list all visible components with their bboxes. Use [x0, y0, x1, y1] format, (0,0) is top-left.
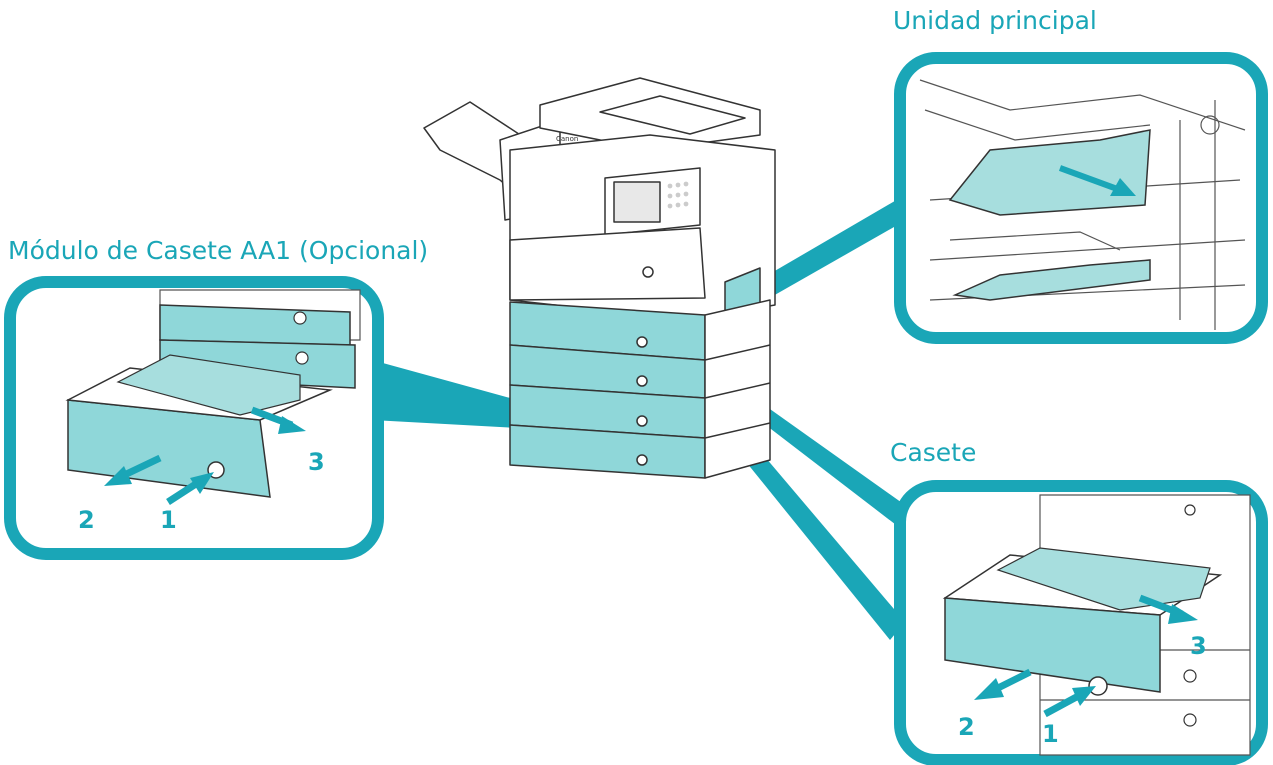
cassette-step-1: 1	[1042, 720, 1059, 748]
cassette-drawer-pulled	[944, 597, 1161, 693]
push-arrow-icon	[1043, 686, 1096, 718]
control-panel-screen	[613, 181, 661, 223]
keypad	[667, 181, 689, 209]
jammed-paper-main-lower	[952, 259, 1151, 301]
cassette-stack	[509, 301, 706, 479]
printer-main: Canon	[423, 77, 776, 479]
remove-paper-arrow-icon	[250, 406, 306, 434]
push-arrow-icon	[166, 472, 214, 505]
label-cassette-module: Módulo de Casete AA1 (Opcional)	[8, 236, 429, 265]
callout-cassette: 2 1 3	[894, 480, 1268, 765]
jammed-paper-cassette	[996, 547, 1211, 611]
remove-paper-arrow-icon	[1058, 165, 1136, 196]
callout-cassette-module: 2 1 3	[4, 276, 384, 560]
pull-arrow-icon	[104, 454, 162, 486]
cabinet-side	[704, 299, 771, 479]
adf-tray	[599, 95, 746, 135]
module-step-1: 1	[160, 506, 177, 534]
cassette-step-2: 2	[958, 713, 975, 741]
module-step-2: 2	[78, 506, 95, 534]
jammed-paper-module	[116, 354, 301, 416]
remove-paper-arrow-icon	[1138, 594, 1198, 624]
printer-brand: Canon	[556, 135, 578, 143]
module-drawer-upper	[159, 304, 351, 346]
label-cassette: Casete	[890, 438, 977, 467]
label-main-unit: Unidad principal	[893, 6, 1097, 35]
module-step-3: 3	[308, 448, 325, 476]
callout-main-unit	[894, 52, 1268, 344]
cassette-step-3: 3	[1190, 632, 1207, 660]
door-lock	[642, 266, 654, 278]
front-door	[509, 227, 706, 301]
jammed-paper-main	[948, 129, 1151, 216]
pull-arrow-icon	[974, 668, 1032, 700]
